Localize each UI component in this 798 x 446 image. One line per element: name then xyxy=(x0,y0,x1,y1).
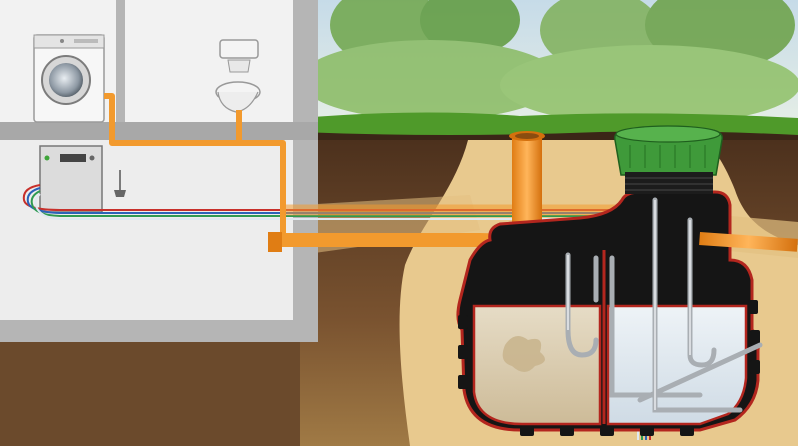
air-pump-icon xyxy=(114,190,126,197)
room-right xyxy=(125,0,293,122)
sky-background xyxy=(300,0,798,140)
pipe-collar xyxy=(268,232,282,252)
septic-tank xyxy=(456,125,798,436)
sludge-deposit xyxy=(502,336,545,372)
treatment-chamber xyxy=(606,304,748,426)
washing-machine-icon xyxy=(33,34,105,123)
toilet-icon xyxy=(215,39,261,113)
access-dome xyxy=(613,125,724,194)
tree-line xyxy=(300,0,798,125)
outlet-pipe xyxy=(699,232,798,252)
